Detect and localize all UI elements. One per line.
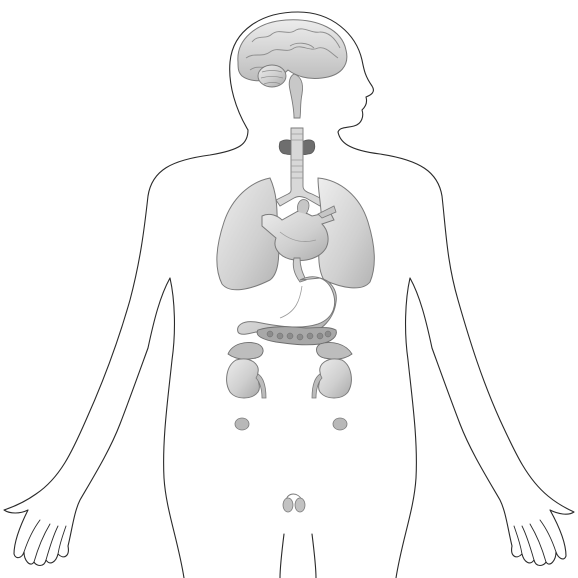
trachea	[276, 128, 324, 206]
testes	[283, 494, 305, 512]
right-body-outline	[338, 132, 574, 578]
inner-leg-right	[312, 534, 316, 578]
right-kidney	[312, 359, 351, 398]
left-adrenal	[228, 342, 263, 359]
left-ovary	[235, 418, 249, 430]
right-ovary	[333, 418, 347, 430]
pancreas	[257, 327, 336, 345]
left-kidney	[227, 359, 266, 398]
inner-leg-left	[280, 534, 284, 578]
left-body-outline	[4, 130, 248, 578]
left-lung	[217, 178, 279, 290]
body-outline	[4, 12, 574, 578]
cerebellum	[258, 65, 286, 87]
stomach-fold	[280, 286, 302, 318]
spinal-cord	[289, 74, 302, 118]
brain	[238, 20, 347, 81]
right-adrenal	[317, 342, 352, 359]
